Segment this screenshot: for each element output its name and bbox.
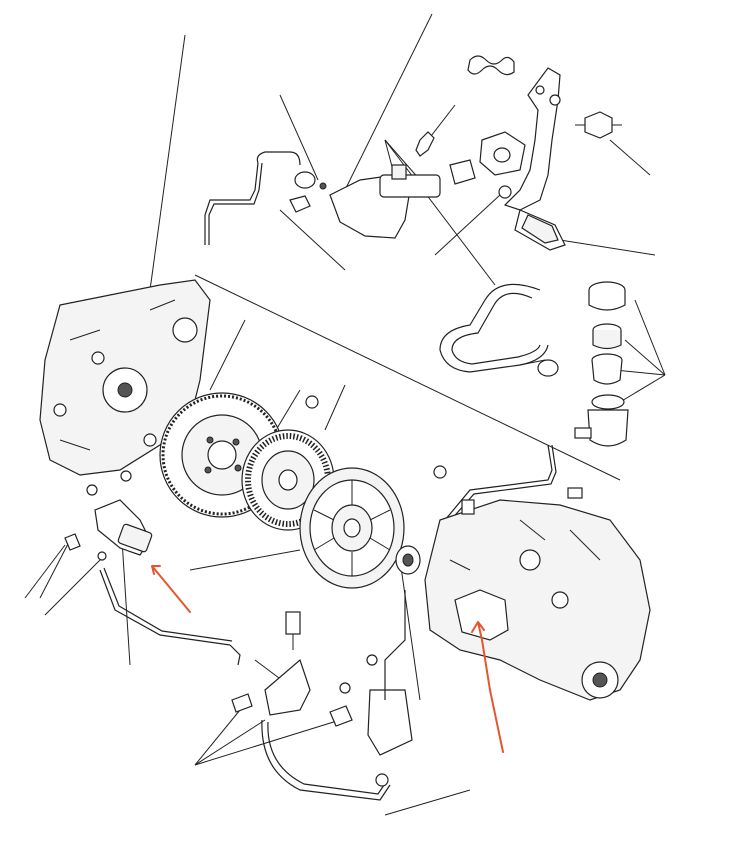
- slave-cylinder-arrow: [151, 565, 191, 613]
- clutch-slave-cylinder: [64, 470, 153, 561]
- clutch-fluid-reservoir: [574, 281, 629, 447]
- transmission-arrow: [471, 621, 504, 753]
- leader-lines: [24, 13, 666, 816]
- transmission: [424, 487, 651, 701]
- clutch-pedal-assembly: [415, 55, 622, 251]
- release-bearing: [395, 545, 421, 575]
- pressure-plate: [299, 465, 447, 589]
- annotation-arrows: [151, 565, 504, 753]
- hose-bracket: [231, 590, 413, 756]
- reservoir-hose: [439, 283, 559, 377]
- clutch-hose: [229, 611, 391, 801]
- clutch-master-cylinder: [256, 131, 526, 239]
